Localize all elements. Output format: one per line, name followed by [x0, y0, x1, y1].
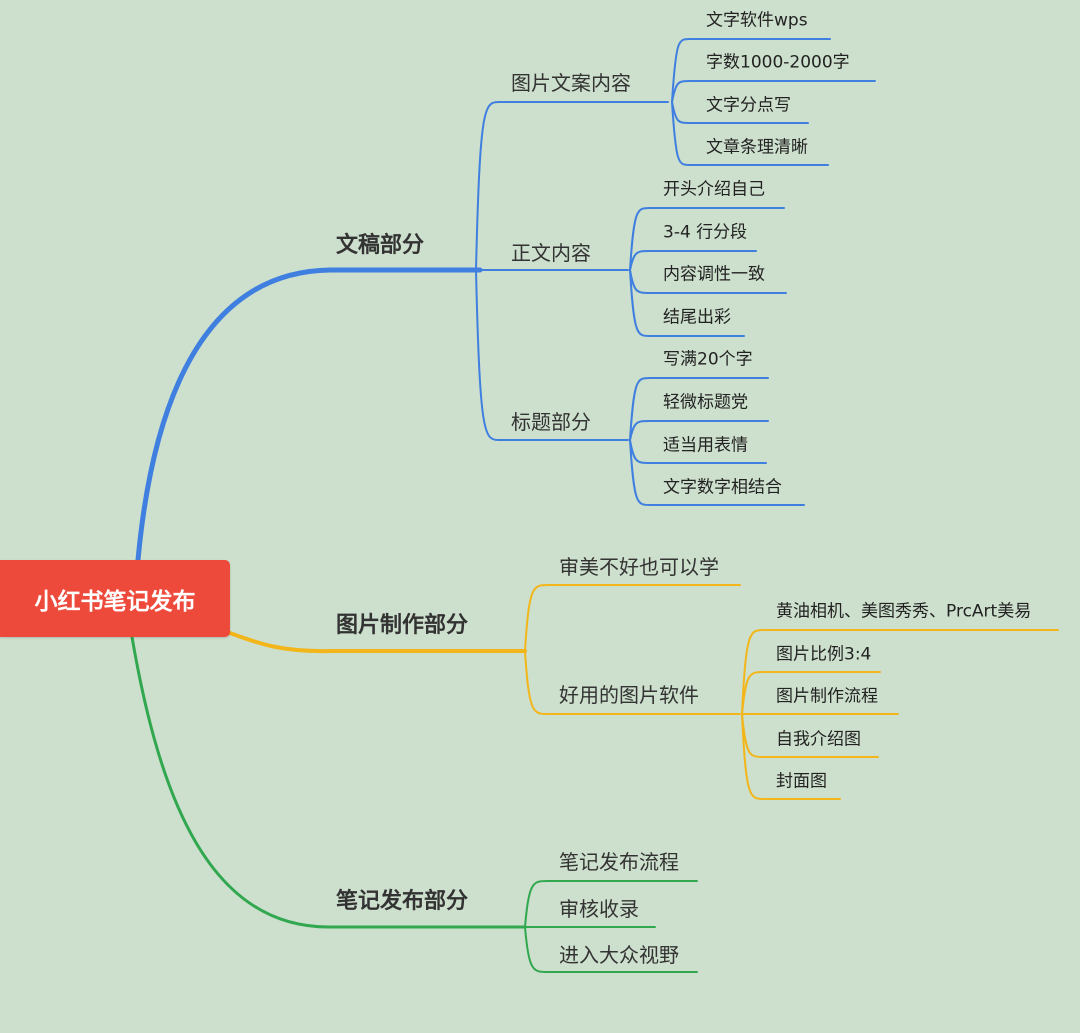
connector-leaf — [629, 439, 805, 506]
subnode-body[interactable]: 正文内容 — [511, 241, 591, 265]
subnode-review[interactable]: 审核收录 — [559, 897, 639, 921]
connector-branch — [524, 880, 698, 928]
subnode-aesthetics[interactable]: 审美不好也可以学 — [559, 555, 719, 579]
connector-branch — [475, 101, 669, 271]
connector-leaf — [629, 420, 769, 441]
leaf-node[interactable]: 文章条理清晰 — [706, 137, 808, 158]
leaf-node[interactable]: 轻微标题党 — [663, 392, 748, 413]
connector-root-publish — [130, 635, 527, 929]
leaf-node[interactable]: 图片比例3:4 — [776, 644, 872, 665]
connector-leaf — [629, 207, 785, 271]
subnode-image-copy[interactable]: 图片文案内容 — [511, 71, 631, 95]
subnode-exposure[interactable]: 进入大众视野 — [559, 943, 679, 967]
connector-leaf — [671, 38, 831, 103]
branch-label-publish[interactable]: 笔记发布部分 — [336, 889, 469, 914]
leaf-node[interactable]: 写满20个字 — [663, 349, 753, 370]
leaf-node[interactable]: 自我介绍图 — [776, 729, 861, 750]
connector-leaf — [629, 377, 769, 441]
leaf-node[interactable]: 黄油相机、美图秀秀、PrcArt美易 — [776, 601, 1032, 622]
connector-leaf — [741, 629, 1059, 715]
branch-label-images[interactable]: 图片制作部分 — [336, 613, 469, 638]
leaf-node[interactable]: 封面图 — [776, 771, 827, 792]
connector-branch — [524, 926, 698, 973]
connector-leaf — [629, 269, 745, 337]
root-label: 小红书笔记发布 — [34, 588, 196, 615]
subnode-title[interactable]: 标题部分 — [511, 410, 591, 434]
connector-root-images — [228, 631, 527, 654]
subnode-publish-flow[interactable]: 笔记发布流程 — [559, 850, 679, 874]
leaf-node[interactable]: 适当用表情 — [663, 435, 748, 456]
branch-label-manuscript[interactable]: 文稿部分 — [336, 233, 425, 258]
connector-branch — [524, 650, 741, 715]
connector-branch — [524, 584, 741, 652]
root-node[interactable]: 小红书笔记发布 — [0, 560, 230, 637]
subnode-image-software[interactable]: 好用的图片软件 — [559, 683, 699, 707]
connector-leaf — [671, 80, 876, 103]
connector-root-manuscript — [135, 267, 483, 563]
leaf-node[interactable]: 图片制作流程 — [776, 686, 878, 707]
leaf-node[interactable]: 内容调性一致 — [663, 264, 765, 285]
leaf-node[interactable]: 文字分点写 — [706, 95, 791, 116]
leaf-node[interactable]: 字数1000-2000字 — [706, 52, 850, 73]
connector-leaf — [741, 713, 841, 800]
connector-leaf — [629, 250, 757, 271]
connector-leaf — [671, 101, 829, 166]
leaf-node[interactable]: 文字软件wps — [706, 10, 808, 31]
leaf-node[interactable]: 3-4 行分段 — [663, 222, 748, 243]
leaf-node[interactable]: 开头介绍自己 — [663, 179, 765, 200]
leaf-node[interactable]: 结尾出彩 — [663, 307, 731, 328]
connector-branch — [475, 269, 629, 441]
connector-leaf — [741, 671, 881, 715]
leaf-node[interactable]: 文字数字相结合 — [663, 477, 782, 498]
